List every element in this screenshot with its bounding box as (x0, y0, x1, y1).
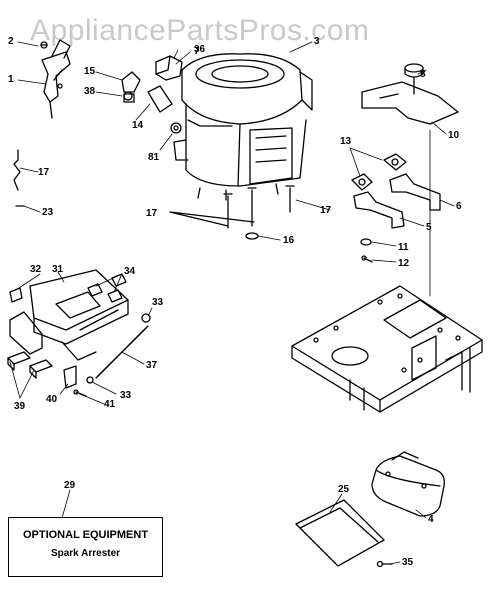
callout-33-top: 33 (152, 297, 164, 308)
callout-39: 39 (14, 401, 26, 412)
callout-81: 81 (148, 152, 160, 163)
callout-35: 35 (402, 557, 414, 568)
screw-2 (40, 41, 48, 49)
muffler-4 (371, 451, 445, 517)
watermark: AppliancePartsPros.com (30, 14, 370, 47)
callout-1: 1 (8, 74, 14, 85)
bolt-17-right (285, 185, 295, 213)
bracket-40 (63, 365, 77, 389)
callout-8: 8 (420, 69, 426, 80)
callout-34: 34 (124, 266, 136, 277)
callout-3: 3 (314, 36, 320, 47)
nut-33-top (141, 313, 151, 323)
callout-29: 29 (64, 480, 76, 491)
insulators-39 (7, 351, 53, 379)
elbow-15 (121, 71, 141, 101)
heat-shield-10 (361, 81, 459, 125)
nut-41 (73, 389, 87, 397)
callout-13: 13 (340, 136, 352, 147)
washer-16 (245, 232, 259, 240)
callout-23: 25 (338, 484, 350, 495)
callout-41: 41 (104, 399, 116, 410)
bracket-31 (9, 269, 129, 361)
plug-81 (170, 122, 182, 134)
callout-11: 11 (398, 242, 409, 253)
spark-arrester-23 (295, 499, 385, 567)
callout-32: 32 (30, 264, 42, 275)
engine (173, 53, 313, 201)
exhaust-pipe-5 (353, 191, 405, 229)
callout-36: 36 (194, 44, 206, 55)
callout-33-bottom: 33 (120, 390, 132, 401)
callout-12: 12 (398, 258, 410, 269)
gasket-13-top (383, 153, 407, 171)
washer-11 (360, 238, 372, 246)
wire-25 (13, 149, 21, 191)
callout-37: 37 (146, 360, 158, 371)
bolt-17-left (223, 193, 233, 229)
fitting-38 (123, 93, 135, 103)
callout-17-right: 17 (320, 205, 332, 216)
throttle-control (41, 39, 71, 119)
nut-8 (404, 63, 424, 95)
gasket-13-mid (351, 173, 373, 191)
callout-26: 23 (42, 207, 54, 218)
mower-frame (291, 285, 483, 413)
callout-5: 5 (426, 222, 432, 233)
leader-lines (9, 41, 455, 565)
callout-16: 16 (283, 235, 295, 246)
leader-17 (169, 211, 255, 227)
bolt-17-mid (247, 187, 257, 227)
callout-17-left: 17 (146, 208, 158, 219)
hose-14 (147, 85, 173, 113)
callout-6: 6 (456, 201, 462, 212)
callout-31: 31 (52, 264, 64, 275)
callout-2: 2 (8, 36, 14, 47)
optional-equipment-box: OPTIONAL EQUIPMENT Spark Arrester (8, 517, 163, 577)
fuel-fitting-7 (155, 55, 183, 81)
callout-15: 15 (84, 66, 96, 77)
bolt-12 (361, 255, 373, 263)
callout-4: 4 (428, 514, 434, 525)
optional-equipment-title: OPTIONAL EQUIPMENT (22, 529, 149, 541)
callout-14: 14 (132, 120, 144, 131)
nut-33-bottom (86, 376, 94, 384)
exhaust-pipe-6 (389, 173, 441, 211)
spark-arrester-label: Spark Arrester (50, 548, 121, 559)
callout-38: 38 (84, 86, 96, 97)
callout-25: 17 (38, 167, 50, 178)
callout-10: 10 (448, 130, 460, 141)
callout-7: 7 (194, 46, 200, 57)
callout-40: 40 (46, 394, 58, 405)
